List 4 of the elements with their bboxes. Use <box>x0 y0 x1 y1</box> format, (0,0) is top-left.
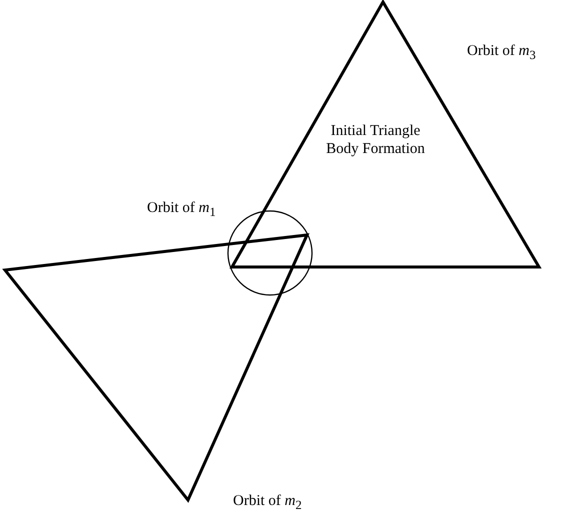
orbit-label: Orbit of m$_{3}$ <box>467 42 536 64</box>
orbit-label: Orbit of m$_{2}$ <box>233 492 302 514</box>
orbit-label: Orbit of m$_{1}$ <box>147 199 216 221</box>
formation-label: Initial Triangle Body Formation <box>325 122 426 158</box>
